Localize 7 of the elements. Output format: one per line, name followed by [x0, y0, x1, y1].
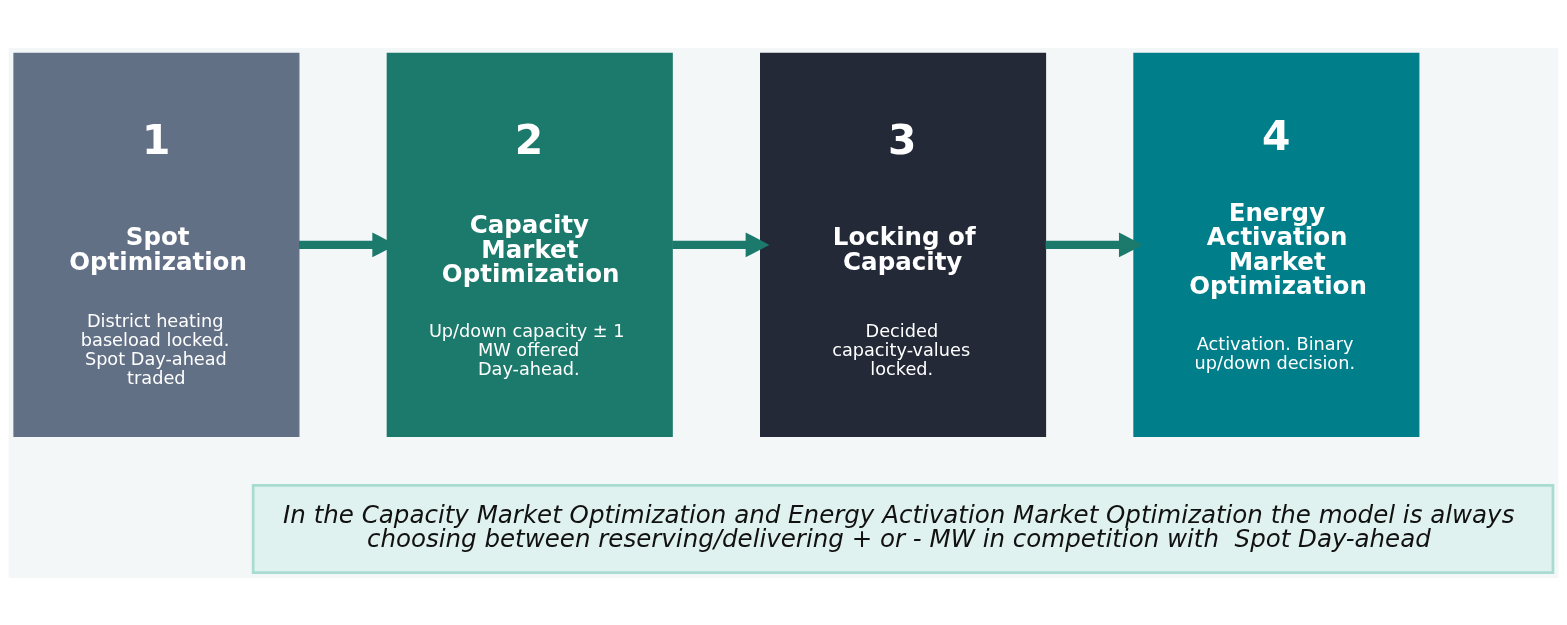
node-box: 1 Spot Optimization District heating baseload locked. Spot Day-ahead traded [13, 52, 300, 437]
node-box: In the Capacity Market Optimization and Energy Activation Market Optimization the model is always choosing between reserving/delivering + or - MW in competition with Spot Day-ahead [251, 483, 1555, 574]
arrow [1045, 231, 1143, 257]
node-box: 4 Energy Activation Market Optimization Activation. Binary up/down decision. [1133, 52, 1420, 437]
arrow [672, 231, 770, 257]
node-box: 3 Locking of Capacity Decided capacity-values locked. [760, 52, 1047, 437]
node-box: 2 Capacity Market Optimization Up/down capacity ± 1 MW offered Day-ahead. [386, 52, 673, 437]
